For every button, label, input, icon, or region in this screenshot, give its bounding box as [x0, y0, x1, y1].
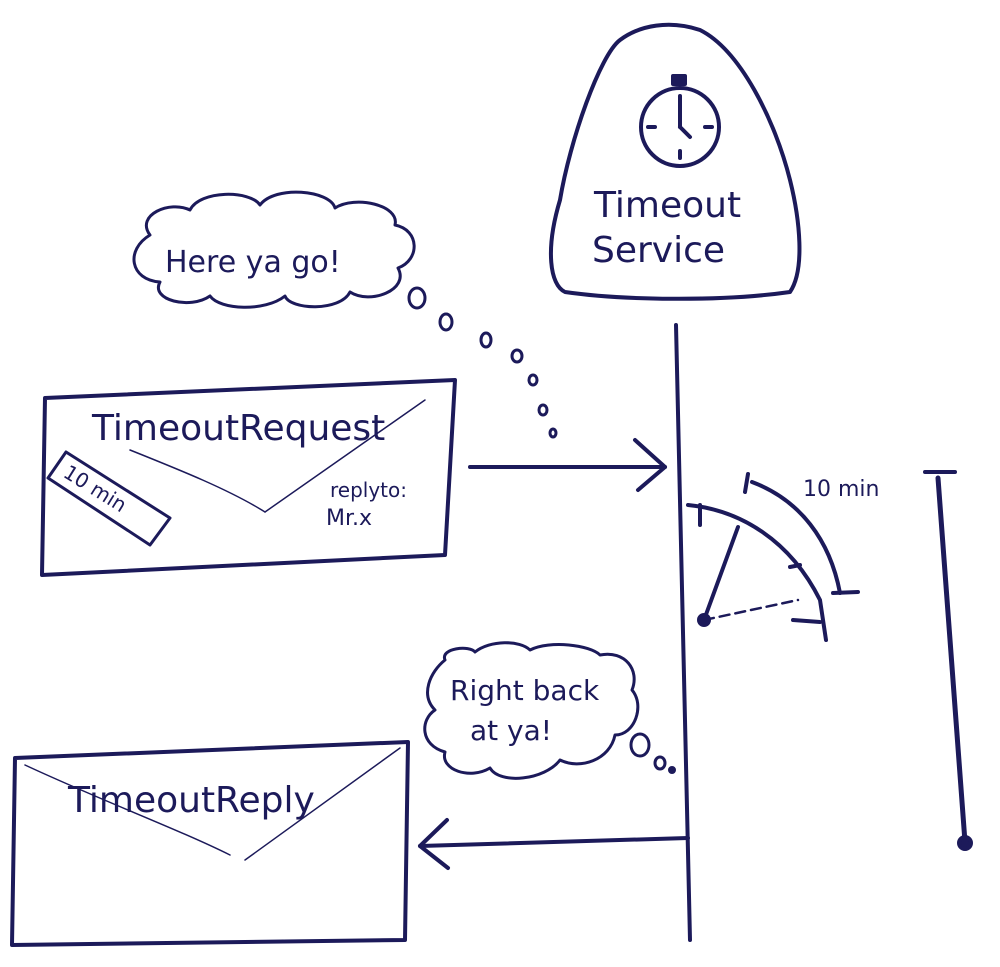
timeout-reply-envelope — [10, 740, 410, 947]
reply-to-value: Mr.x — [326, 506, 372, 531]
reply-title: TimeoutReply — [67, 780, 315, 821]
stamp-box — [46, 450, 172, 547]
speech-bubble-reply — [423, 641, 640, 780]
timeline-bar — [935, 475, 968, 845]
reply-arrow — [418, 818, 690, 870]
service-blob — [549, 22, 802, 301]
service-label-line2: Service — [592, 230, 725, 271]
timer-arc — [686, 472, 860, 642]
request-title: TimeoutRequest — [91, 408, 385, 449]
stopwatch-icon — [639, 74, 721, 168]
service-lifeline — [674, 323, 692, 942]
request-arrow — [468, 438, 667, 492]
service-label-line1: Timeout — [593, 185, 741, 226]
speech-bubble-request — [132, 190, 416, 309]
speech-request-text: Here ya go! — [165, 245, 341, 280]
reply-to-label: replyto: — [330, 478, 407, 502]
timeout-request-envelope — [40, 378, 457, 577]
timer-duration-label: 10 min — [803, 477, 879, 502]
speech-reply-text-line2: at ya! — [470, 714, 552, 747]
speech-reply-text-line1: Right back — [450, 674, 600, 707]
